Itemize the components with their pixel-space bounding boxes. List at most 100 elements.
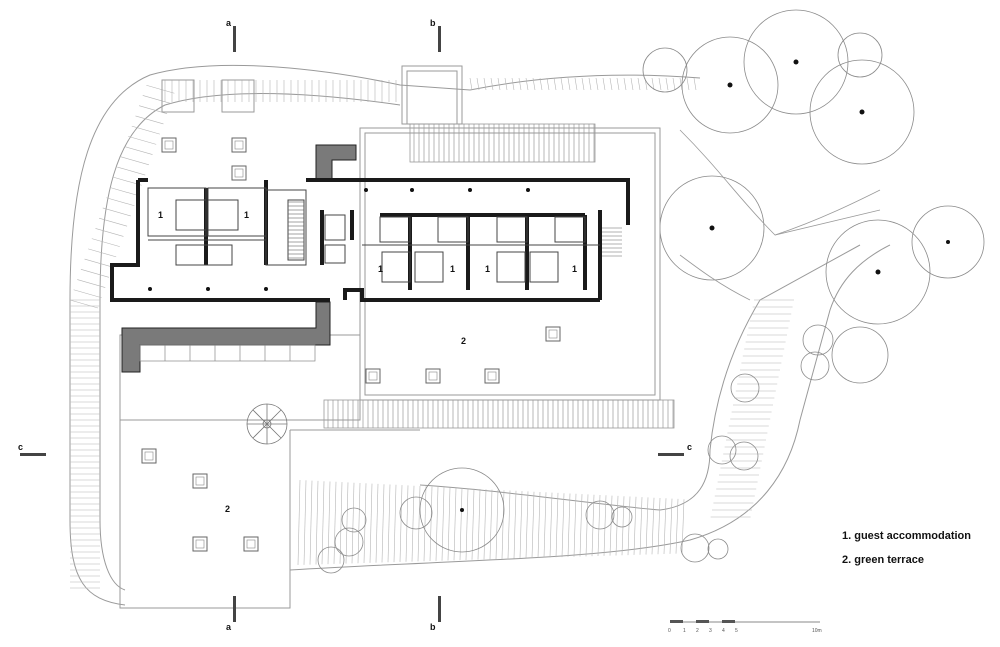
hatch-line — [519, 491, 523, 559]
planter-inner — [144, 140, 558, 549]
path-hatching — [69, 77, 794, 589]
hatch-line — [351, 482, 355, 564]
hatch-line — [465, 488, 469, 560]
legend-item-green-terrace: 2. green terrace — [842, 554, 924, 566]
paving-lines — [327, 124, 674, 428]
hatch-line — [675, 498, 679, 554]
section-label-b-bottom: b — [430, 622, 436, 632]
hatch-line — [546, 77, 550, 91]
terrace-label-2: 2 — [225, 504, 230, 514]
room-label-1: 1 — [378, 264, 383, 274]
hatch-line — [645, 497, 649, 555]
hatch-line — [633, 496, 637, 555]
hatch-line — [483, 489, 487, 560]
spiral-stair — [246, 403, 288, 445]
hatch-line — [84, 258, 113, 268]
room-label-1: 1 — [244, 210, 249, 220]
hatch-line — [579, 494, 583, 557]
hatch-line — [658, 77, 662, 91]
hatch-line — [363, 483, 367, 564]
hatch-line — [423, 486, 427, 562]
hatch-line — [469, 77, 473, 91]
hatch-line — [574, 77, 578, 91]
hatch-line — [537, 491, 541, 558]
hatch-line — [142, 95, 171, 104]
tree-trunks — [460, 59, 950, 512]
wall-windows — [139, 344, 316, 362]
hatch-line — [627, 496, 631, 556]
hatch-line — [543, 492, 547, 558]
hatch-line — [429, 486, 433, 562]
trees — [317, 9, 985, 574]
hatch-line — [399, 485, 403, 562]
hatch-line — [525, 77, 529, 91]
hatch-line — [91, 238, 120, 247]
scale-tick: 2 — [696, 628, 699, 634]
hatch-line — [651, 497, 655, 555]
planters — [141, 137, 561, 552]
hatch-line — [339, 482, 343, 564]
hatch-line — [531, 491, 535, 558]
section-markers — [20, 26, 684, 622]
hatch-line — [435, 486, 439, 561]
hatch-line — [417, 485, 421, 562]
paving-strips — [323, 123, 675, 429]
room-label-1: 1 — [158, 210, 163, 220]
hatch-line — [453, 487, 457, 561]
hatch-line — [441, 487, 445, 561]
hatch-line — [315, 480, 319, 565]
hatch-line — [303, 480, 307, 565]
hatch-line — [507, 490, 511, 559]
hatch-line — [597, 494, 601, 557]
hatch-line — [549, 492, 553, 558]
hatch-line — [476, 77, 480, 91]
interior-lines — [147, 187, 600, 283]
hatch-line — [321, 481, 325, 565]
hatch-line — [80, 269, 109, 278]
hatch-line — [99, 217, 128, 227]
hatch-line — [567, 493, 571, 557]
scale-tick: 3 — [709, 628, 712, 634]
hatch-line — [657, 497, 661, 555]
scale-bar — [670, 620, 820, 623]
hatch-line — [511, 77, 515, 91]
hatch-line — [411, 485, 415, 562]
scale-tick: 10m — [812, 628, 822, 634]
hatch-line — [73, 289, 102, 299]
room-label-1: 1 — [572, 264, 577, 274]
hatch-line — [109, 187, 139, 196]
hatch-line — [297, 479, 301, 566]
hatch-line — [609, 495, 613, 556]
hatch-line — [95, 228, 124, 237]
hatch-line — [387, 484, 391, 563]
hatch-line — [681, 499, 685, 554]
hatch-line — [333, 481, 337, 564]
hatch-line — [637, 77, 641, 91]
hatch-line — [405, 485, 409, 562]
hatch-line — [672, 77, 676, 91]
terrace-label-2: 2 — [461, 336, 466, 346]
scale-bar-ticks: 0 1 2 3 4 5 10m — [668, 628, 822, 634]
hatch-line — [120, 156, 149, 166]
hatch-line — [477, 488, 481, 560]
section-label-b-top: b — [430, 18, 436, 28]
hatch-line — [393, 484, 397, 563]
hatch-line — [309, 480, 313, 565]
hatch-line — [609, 77, 613, 91]
hatch-line — [88, 248, 117, 258]
scale-tick: 1 — [683, 628, 686, 634]
hatch-line — [621, 496, 625, 556]
hatch-line — [560, 77, 564, 91]
hatch-line — [679, 77, 683, 91]
room-label-1: 1 — [450, 264, 455, 274]
hatch-line — [69, 299, 99, 309]
scale-tick: 5 — [735, 628, 738, 634]
hatch-line — [124, 146, 153, 155]
hatch-line — [518, 77, 522, 91]
hatch-line — [381, 484, 385, 563]
hatch-line — [573, 493, 577, 557]
hatch-line — [665, 77, 669, 91]
room-label-1: 1 — [485, 264, 490, 274]
hatch-line — [561, 493, 565, 558]
hatch-line — [135, 115, 164, 125]
